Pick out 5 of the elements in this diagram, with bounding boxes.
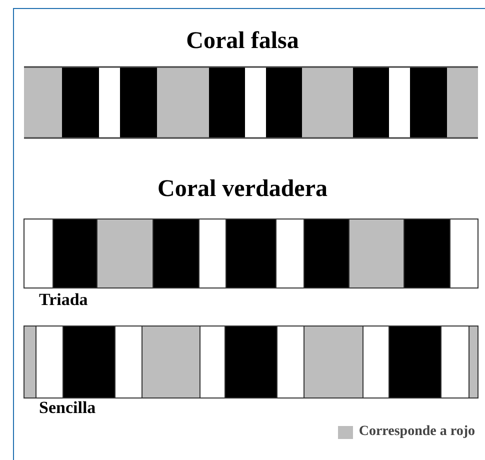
legend-text: Corresponde a rojo: [358, 424, 475, 440]
heading: Coral verdadera: [158, 176, 328, 202]
band-label: Triada: [39, 290, 88, 309]
band-label: Sencilla: [39, 398, 96, 417]
heading: Coral falsa: [186, 28, 299, 54]
